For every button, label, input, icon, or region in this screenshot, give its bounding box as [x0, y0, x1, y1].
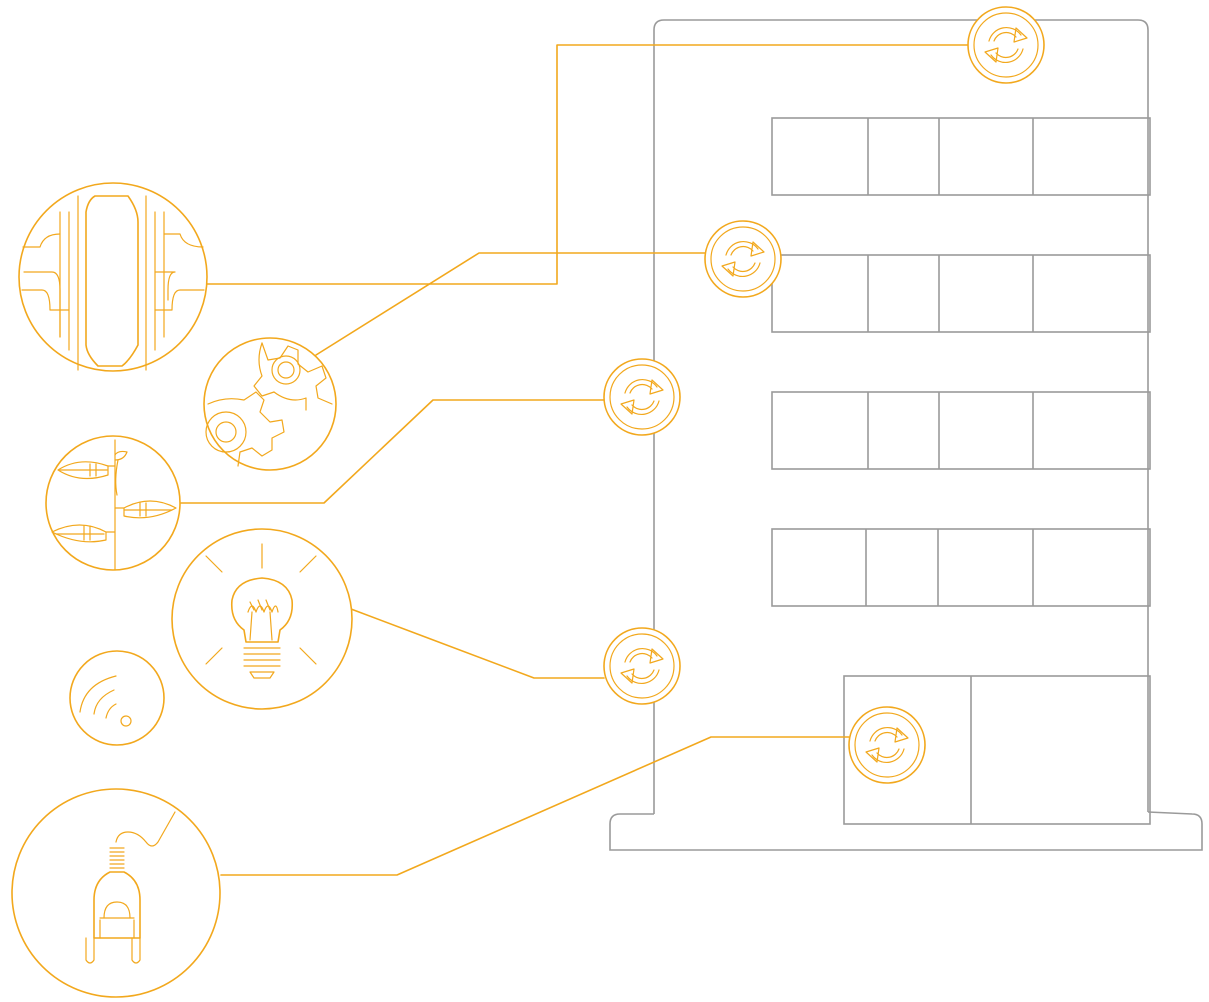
sync-node-row2[interactable] [704, 220, 782, 298]
sync-node-entrance[interactable] [848, 706, 926, 784]
window-row-1 [771, 117, 1151, 196]
sync-node-row3[interactable] [603, 358, 681, 436]
sync-node-top[interactable] [967, 6, 1045, 84]
connector-gears [315, 252, 706, 356]
building-base [609, 811, 1203, 851]
circuit-chip-icon[interactable] [18, 182, 208, 372]
light-bulb-icon[interactable] [171, 528, 353, 710]
window-row-3 [771, 391, 1151, 470]
connector-plant [180, 399, 605, 504]
building-entrance [843, 675, 1151, 825]
window-row-4 [771, 528, 1151, 607]
connector-bulb [350, 608, 605, 679]
connector-circuit [204, 44, 969, 285]
plug-spring [109, 847, 125, 869]
sync-node-row5[interactable] [603, 627, 681, 705]
window-row-2 [771, 254, 1151, 333]
wifi-signal-icon[interactable] [69, 650, 165, 746]
power-plug-icon[interactable] [11, 788, 221, 998]
plant-sprout-icon[interactable] [45, 435, 181, 571]
connector-lines [180, 44, 969, 876]
building-outline [609, 19, 1203, 851]
gears-icon[interactable] [203, 337, 337, 471]
building-body [653, 19, 1149, 814]
connector-plug [220, 736, 850, 876]
